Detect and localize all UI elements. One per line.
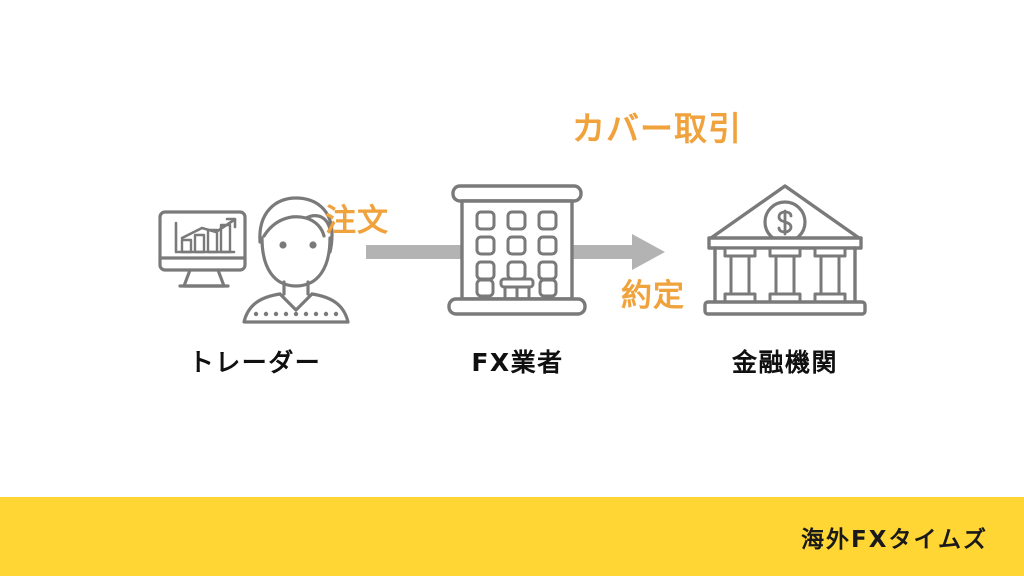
footer-band: 海外FXタイムズ <box>0 497 1024 576</box>
node-broker-label: FX業者 <box>471 348 564 377</box>
annotation-cover-transaction: カバー取引 <box>572 109 742 148</box>
flow-diagram: トレーダー <box>150 109 875 375</box>
node-trader-label: トレーダー <box>188 348 322 377</box>
node-trader: トレーダー <box>150 190 360 375</box>
node-bank-label: 金融機関 <box>731 348 838 377</box>
annotation-execution: 約定 <box>621 278 685 314</box>
bank-columns-dollar-icon <box>695 178 875 320</box>
node-broker: FX業者 <box>425 180 610 375</box>
annotation-order: 注文 <box>325 203 389 239</box>
node-bank: 金融機関 <box>695 178 875 375</box>
trader-monitor-person-icon <box>150 190 360 324</box>
office-building-icon <box>425 180 610 320</box>
site-logo-text: 海外FXタイムズ <box>801 526 988 553</box>
